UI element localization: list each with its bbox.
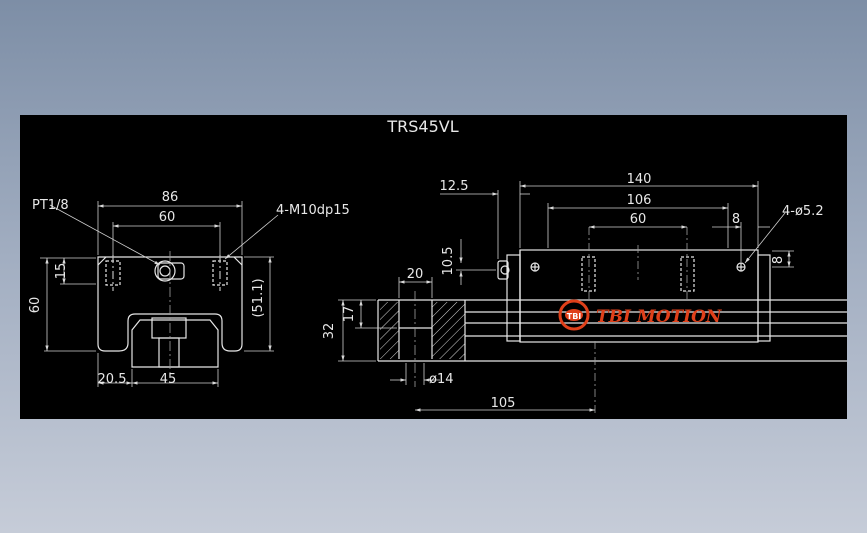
dim-front-top-offset: 15 — [54, 263, 69, 280]
front-rail-counterbore — [151, 317, 187, 339]
drawing-title: TRS45VL — [386, 117, 458, 136]
dim-front-rail-offset: 20.5 — [98, 372, 127, 387]
dim-front-top-width: 86 — [162, 190, 179, 205]
technical-drawing: TRS45VL — [28, 117, 847, 415]
dim-front-rail-width: 45 — [160, 372, 177, 387]
dim-rail-pitch: 105 — [491, 396, 516, 411]
tbi-logo-text: TBI MOTION — [596, 307, 723, 327]
tbi-motion-logo: TBI TBI MOTION — [558, 299, 723, 331]
label-grease-port: PT1/8 — [32, 198, 69, 213]
side-plug-right — [736, 262, 746, 272]
dim-side-nipple-offset: 12.5 — [440, 179, 469, 194]
side-dimensions — [338, 181, 794, 412]
dim-side-length-total: 140 — [627, 172, 652, 187]
rail-section-hatch-right — [432, 302, 465, 359]
dim-rail-hole-width: 20 — [407, 267, 424, 282]
front-mount-hole-left — [105, 255, 121, 291]
side-block-end-seal-right — [757, 254, 771, 342]
side-plug-left — [530, 262, 540, 272]
dim-rail-height: 32 — [322, 323, 337, 340]
side-view — [377, 227, 847, 415]
rail-section-hatch-left — [380, 302, 399, 359]
front-view — [97, 251, 243, 373]
dim-side-nipple-height: 10.5 — [441, 247, 456, 276]
front-mount-hole-right — [212, 255, 228, 291]
side-mount-hole-left — [581, 256, 596, 292]
dim-front-hole-pitch: 60 — [159, 210, 176, 225]
dim-side-length-body: 106 — [627, 193, 652, 208]
side-block-body — [519, 249, 759, 343]
front-dimensions — [40, 201, 279, 387]
dim-bolt-diameter: ø14 — [429, 372, 454, 387]
rail-bolt-counterbore — [398, 300, 433, 359]
front-rail-outline — [131, 319, 219, 368]
dim-rail-counterbore: 17 — [342, 306, 357, 323]
tbi-logo-ring — [558, 299, 590, 331]
cad-viewport[interactable]: TRS45VL — [20, 115, 847, 419]
dim-front-block-height: (51.1) — [251, 278, 266, 317]
dim-side-end-offset: 8 — [732, 212, 740, 227]
label-mount-holes: 4-M10dp15 — [276, 203, 350, 218]
front-block-outline — [97, 256, 243, 352]
front-dimension-labels: 86 60 PT1/8 4-M10dp15 15 60 (51.1) 20.5 … — [28, 190, 350, 387]
side-dimension-labels: 140 106 60 12.5 10.5 8 4-ø5.2 8 20 32 17… — [322, 172, 824, 411]
front-rail-bolt-hole — [158, 337, 180, 368]
front-block-top-chamfer — [97, 256, 243, 266]
dim-front-total-height: 60 — [28, 297, 43, 314]
dim-side-hole-pitch: 60 — [630, 212, 647, 227]
side-mount-hole-right — [680, 256, 695, 292]
front-grease-nipple — [154, 260, 185, 282]
side-grease-nipple — [497, 260, 510, 280]
tbi-logo-mark: TBI — [567, 312, 582, 321]
label-side-holes: 4-ø5.2 — [782, 204, 824, 219]
dim-side-hole-height: 8 — [771, 256, 786, 264]
